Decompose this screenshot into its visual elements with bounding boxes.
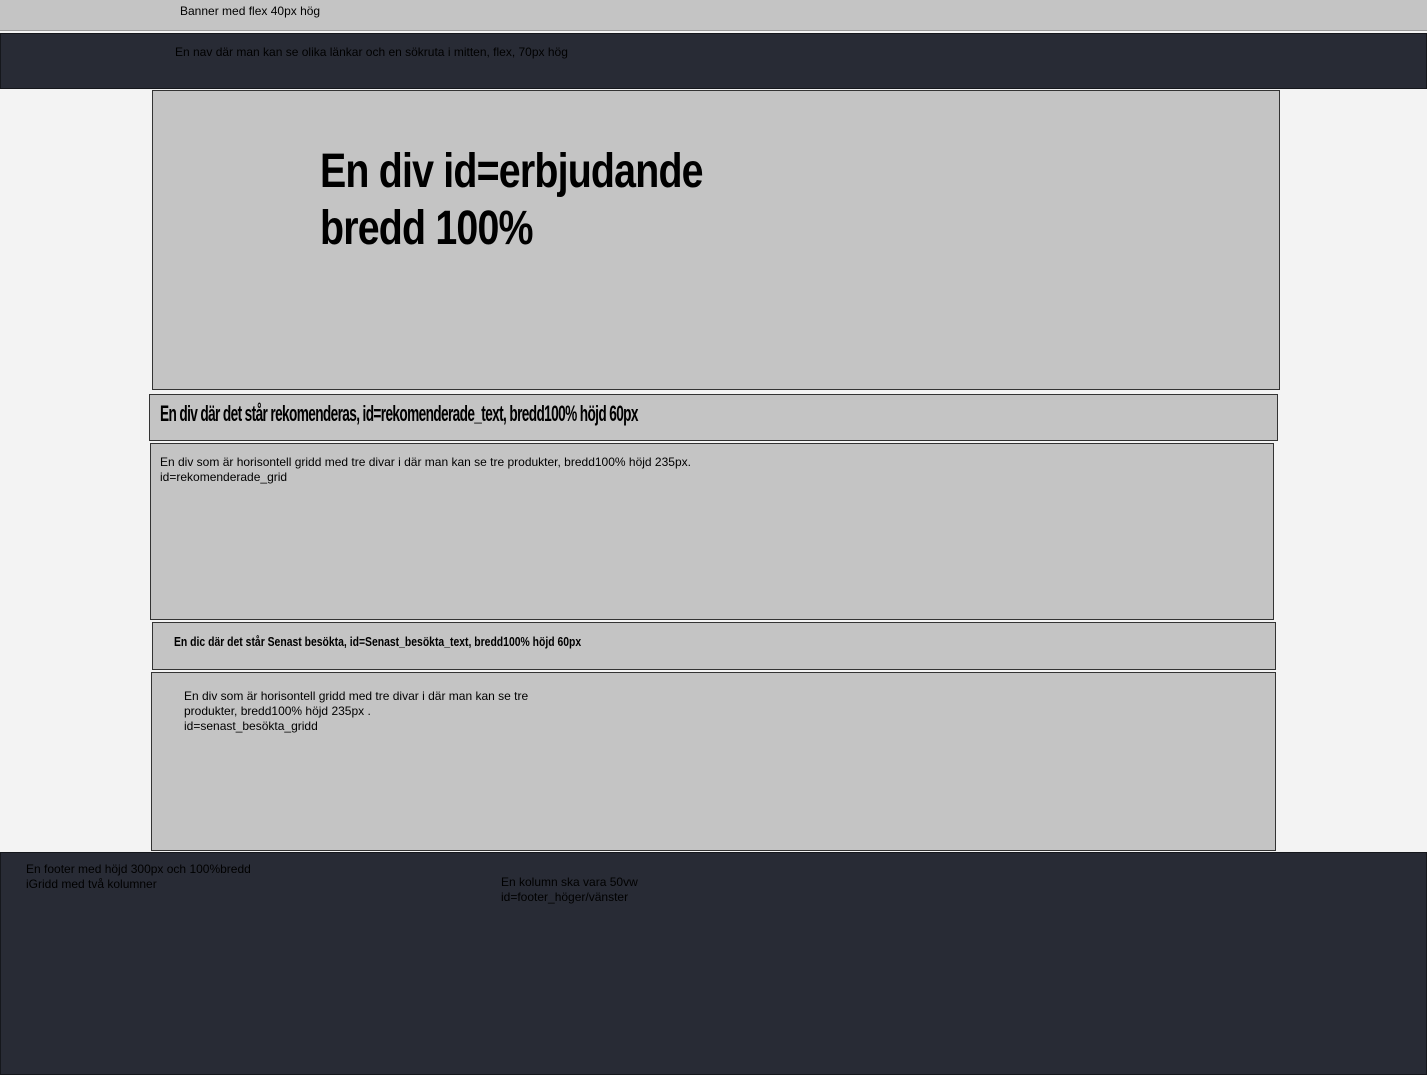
- rekomenderade-grid-line2: id=rekomenderade_grid: [160, 470, 288, 484]
- senast-besokta-gridd-description: En div som är horisontell gridd med tre …: [184, 689, 528, 734]
- senast-besokta-gridd-line2: produkter, bredd100% höjd 235px .: [184, 704, 371, 718]
- erbjudande-heading: En div id=erbjudande bredd 100%: [320, 143, 779, 257]
- senast-besokta-text-label: En dic där det står Senast besökta, id=S…: [174, 634, 582, 649]
- footer-right-line2: id=footer_höger/vänster: [501, 890, 629, 904]
- erbjudande-heading-line2: bredd 100%: [320, 202, 534, 255]
- rekomenderade-grid-section: En div som är horisontell gridd med tre …: [150, 443, 1274, 620]
- rekomenderade-text-section: En div där det står rekomenderas, id=rek…: [149, 394, 1278, 441]
- senast-besokta-gridd-section: En div som är horisontell gridd med tre …: [151, 672, 1276, 851]
- footer-left-line2: iGridd med två kolumner: [26, 877, 157, 891]
- banner: Banner med flex 40px hög: [0, 0, 1427, 31]
- banner-text: Banner med flex 40px hög: [180, 4, 321, 18]
- footer-left-column: En footer med höjd 300px och 100%bredd i…: [26, 862, 251, 892]
- nav: En nav där man kan se olika länkar och e…: [0, 33, 1427, 89]
- erbjudande-section: En div id=erbjudande bredd 100%: [152, 90, 1280, 390]
- footer: En footer med höjd 300px och 100%bredd i…: [0, 852, 1427, 1075]
- rekomenderade-grid-line1: En div som är horisontell gridd med tre …: [160, 455, 691, 469]
- rekomenderade-text-label: En div där det står rekomenderas, id=rek…: [160, 401, 638, 426]
- senast-besokta-gridd-line3: id=senast_besökta_gridd: [184, 719, 318, 733]
- nav-text: En nav där man kan se olika länkar och e…: [175, 45, 568, 59]
- footer-left-line1: En footer med höjd 300px och 100%bredd: [26, 862, 251, 876]
- senast-besokta-gridd-line1: En div som är horisontell gridd med tre …: [184, 689, 529, 703]
- erbjudande-heading-line1: En div id=erbjudande: [320, 145, 704, 198]
- rekomenderade-grid-description: En div som är horisontell gridd med tre …: [160, 455, 691, 485]
- footer-right-column: En kolumn ska vara 50vw id=footer_höger/…: [501, 875, 638, 905]
- senast-besokta-text-section: En dic där det står Senast besökta, id=S…: [152, 622, 1276, 670]
- footer-right-line1: En kolumn ska vara 50vw: [501, 875, 638, 889]
